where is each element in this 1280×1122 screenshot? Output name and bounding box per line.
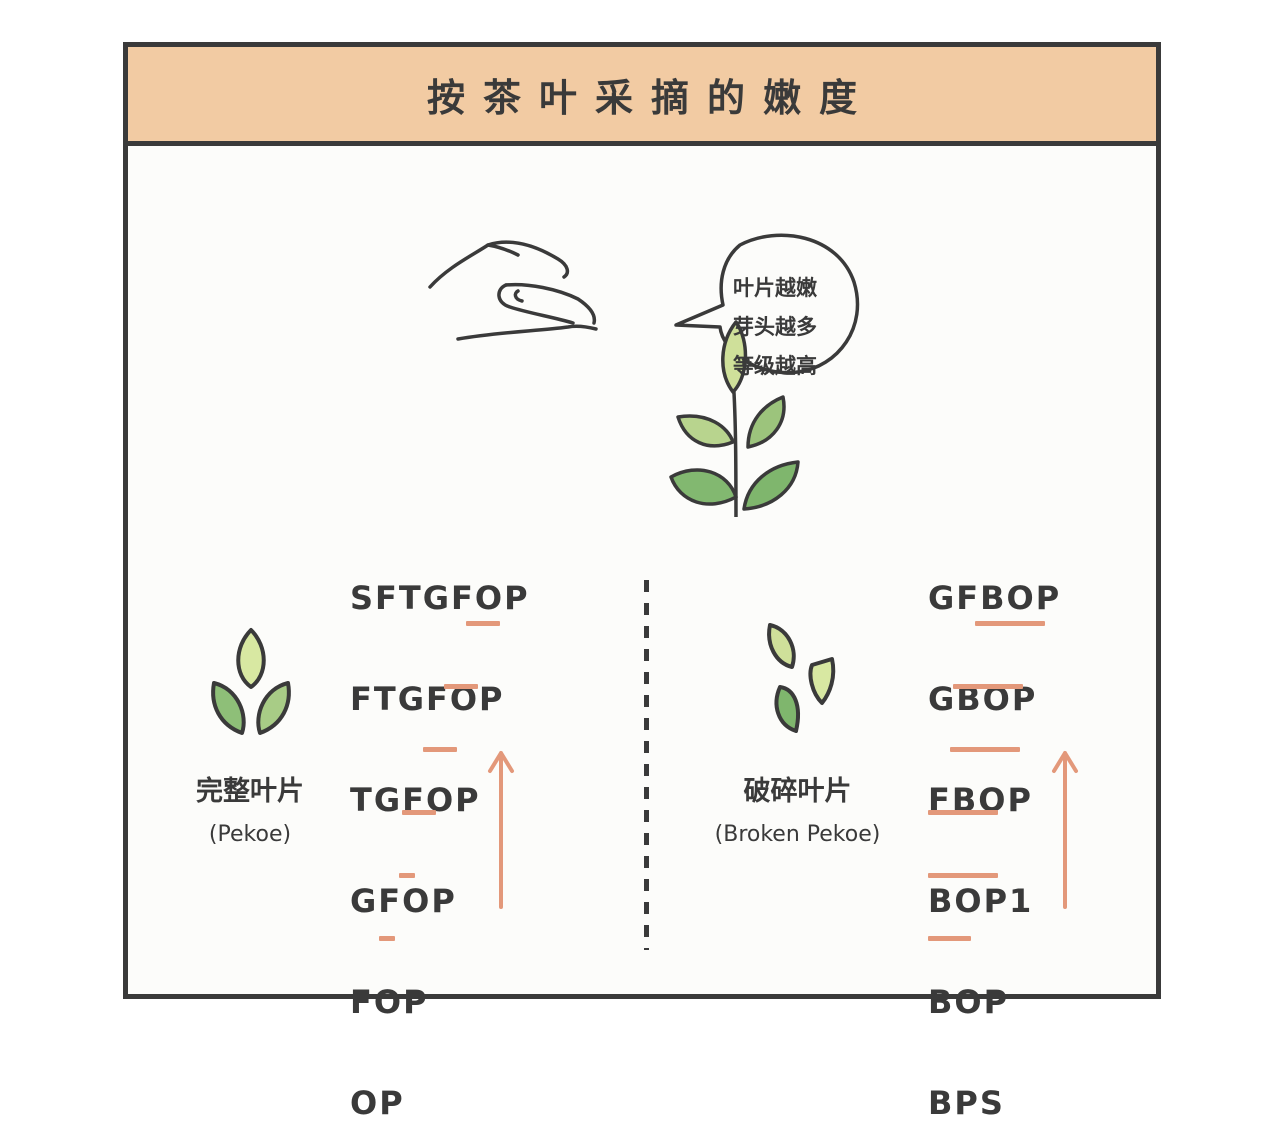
grade-sftgfop: SFTGFOP bbox=[350, 579, 530, 617]
underline-marker bbox=[928, 873, 998, 878]
grade-ftgfop: FTGFOP bbox=[350, 680, 505, 718]
underline-marker bbox=[402, 810, 436, 815]
underline-marker bbox=[399, 873, 415, 878]
whole-leaf-label: 完整叶片 (Pekoe) bbox=[170, 769, 330, 847]
bubble-line-3: 等级越高 bbox=[733, 354, 817, 378]
bubble-line-2: 芽头越多 bbox=[733, 315, 817, 339]
underline-marker bbox=[423, 747, 457, 752]
grade-op: OP bbox=[350, 1084, 405, 1122]
grade-gfbop: GFBOP bbox=[928, 579, 1062, 617]
underline-marker bbox=[928, 810, 998, 815]
underline-marker bbox=[953, 684, 1023, 689]
bubble-line-1: 叶片越嫩 bbox=[733, 276, 817, 300]
underline-marker bbox=[466, 621, 500, 626]
hand-picking-sprig-icon bbox=[428, 233, 860, 517]
broken-leaf-name-cn: 破碎叶片 bbox=[743, 776, 852, 807]
dashed-divider bbox=[644, 580, 649, 950]
header-bar: 按茶叶采摘的嫩度 bbox=[128, 47, 1156, 146]
whole-leaf-name-en: (Pekoe) bbox=[208, 822, 292, 847]
underline-marker bbox=[444, 684, 478, 689]
broken-leaf-label: 破碎叶片 (Broken Pekoe) bbox=[710, 769, 885, 847]
underline-marker bbox=[379, 936, 395, 941]
infographic-frame: 按茶叶采摘的嫩度 叶片越嫩 芽头越多 等级越高 bbox=[123, 42, 1161, 1122]
three-leaves-icon bbox=[211, 628, 291, 735]
grade-bop: BOP bbox=[928, 983, 1010, 1021]
underline-marker bbox=[928, 936, 971, 941]
broken-leaf-grade-list: GFBOP GBOP FBOP BOP1 BOP BPS bbox=[928, 579, 1062, 1122]
arrow-up-icon bbox=[1052, 751, 1078, 909]
speech-bubble-text: 叶片越嫩 芽头越多 等级越高 bbox=[710, 269, 840, 386]
whole-leaf-name-cn: 完整叶片 bbox=[196, 776, 304, 807]
grade-bop1: BOP1 bbox=[928, 882, 1034, 920]
grade-fop: FOP bbox=[350, 983, 429, 1021]
broken-leaves-icon bbox=[767, 623, 836, 733]
grade-bps: BPS bbox=[928, 1084, 1005, 1122]
arrow-up-icon bbox=[488, 751, 514, 909]
broken-leaf-name-en: (Broken Pekoe) bbox=[714, 822, 881, 847]
page-title: 按茶叶采摘的嫩度 bbox=[426, 75, 875, 120]
underline-marker bbox=[975, 621, 1045, 626]
grade-gfop: GFOP bbox=[350, 882, 457, 920]
underline-marker bbox=[950, 747, 1020, 752]
